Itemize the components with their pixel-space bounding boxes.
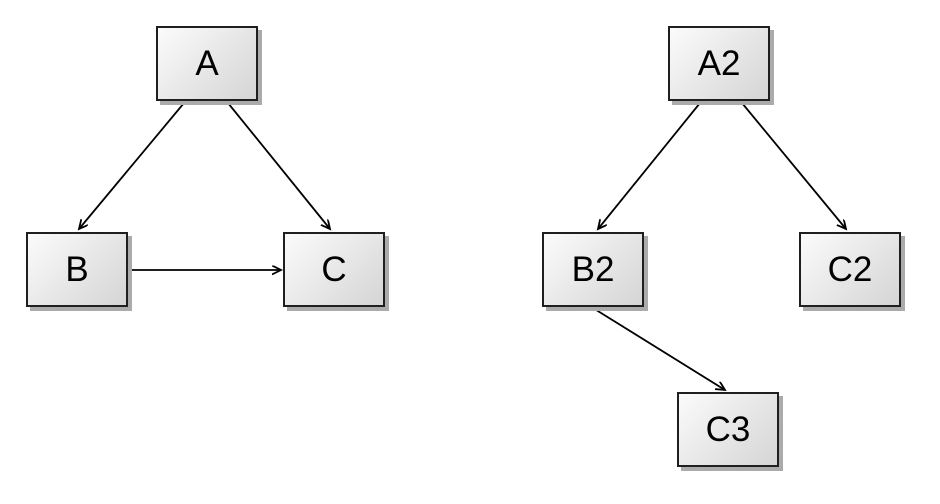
- node-B-label: B: [65, 250, 89, 289]
- node-B2-label: B2: [571, 250, 615, 289]
- node-C-label: C: [321, 250, 347, 289]
- node-A-label: A: [195, 44, 219, 83]
- edge-A-to-C: [227, 102, 330, 229]
- edge-A-to-B: [79, 102, 185, 229]
- node-C3-label: C3: [705, 410, 751, 449]
- edge-B2-to-C3: [592, 307, 725, 390]
- node-B2: B2: [542, 232, 644, 307]
- node-A2-label: A2: [697, 44, 741, 83]
- edge-A2-to-B2: [598, 102, 701, 229]
- node-C2-label: C2: [827, 250, 873, 289]
- node-A: A: [156, 26, 258, 101]
- node-B: B: [26, 232, 128, 307]
- node-C2: C2: [799, 232, 901, 307]
- edge-A2-to-C2: [741, 102, 846, 229]
- node-C3: C3: [677, 392, 779, 467]
- node-C: C: [283, 232, 385, 307]
- node-A2: A2: [668, 26, 770, 101]
